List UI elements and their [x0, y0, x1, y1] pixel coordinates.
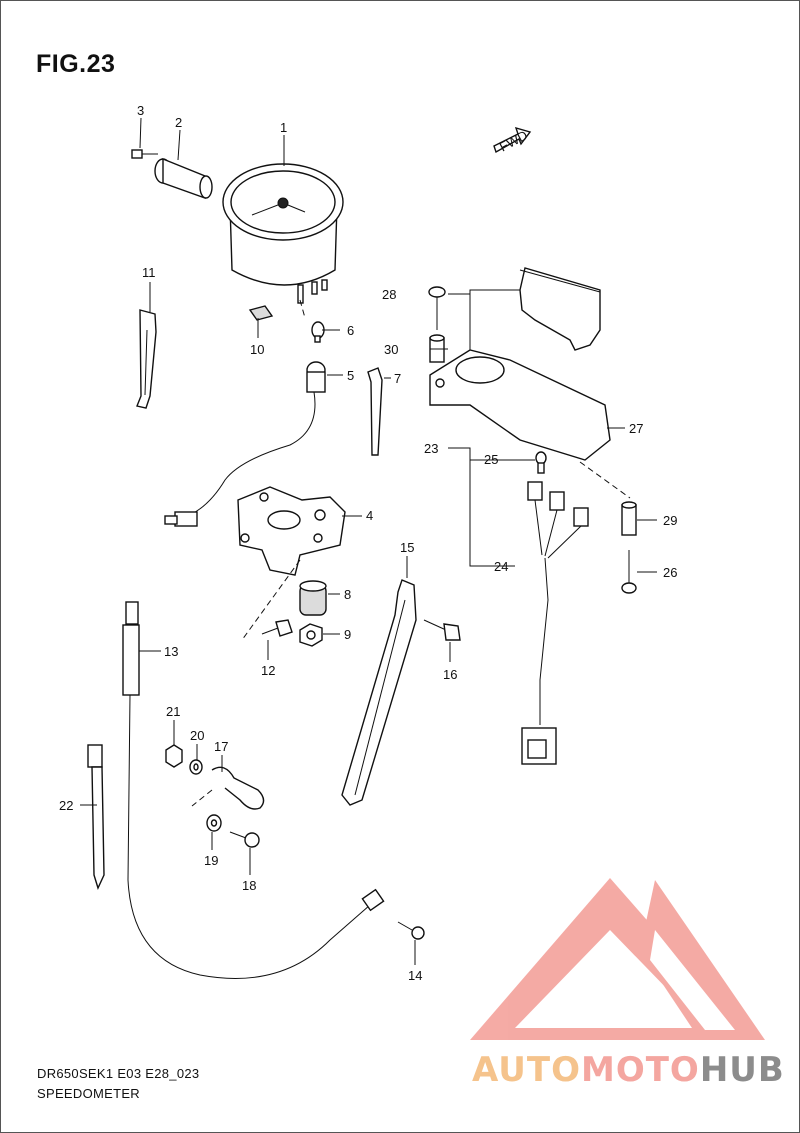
callout-18: 18	[242, 878, 256, 893]
footer-code: DR650SEK1 E03 E28_023	[37, 1066, 200, 1081]
callout-29: 29	[663, 513, 677, 528]
callout-7: 7	[394, 371, 401, 386]
callout-9: 9	[344, 627, 351, 642]
callout-19: 19	[204, 853, 218, 868]
part-speedometer-1	[222, 163, 344, 304]
watermark-auto: AUTO	[472, 1050, 581, 1090]
callout-22: 22	[59, 798, 73, 813]
part-socket-wire-5	[164, 361, 326, 527]
callout-13: 13	[164, 644, 178, 659]
part-collar-29	[621, 501, 637, 536]
part-bracket-15	[341, 579, 417, 806]
part-bracket-4	[237, 486, 346, 576]
part-indicator-27	[429, 267, 611, 461]
callout-30: 30	[384, 342, 398, 357]
part-washer-19	[206, 814, 222, 832]
callout-11: 11	[142, 265, 156, 280]
callout-1: 1	[280, 120, 287, 135]
part-bolt-12	[261, 619, 293, 637]
part-tie-7	[367, 367, 383, 456]
callout-4: 4	[366, 508, 373, 523]
part-tie-22	[87, 744, 105, 890]
part-cushion-8	[299, 580, 327, 616]
watermark-moto: MOTO	[580, 1050, 700, 1090]
callout-26: 26	[663, 565, 677, 580]
part-knob-2	[154, 157, 213, 199]
part-collar-30	[429, 334, 445, 363]
callout-27: 27	[629, 421, 643, 436]
part-screw-14	[397, 921, 425, 940]
part-screw-26	[621, 550, 637, 594]
callout-25: 25	[484, 452, 498, 467]
footer-name: SPEEDOMETER	[37, 1086, 140, 1101]
fwd-label: FWD	[497, 127, 530, 154]
part-screw-18	[229, 831, 260, 848]
callout-3: 3	[137, 103, 144, 118]
callout-5: 5	[347, 368, 354, 383]
watermark-logo	[470, 878, 765, 1040]
callout-12: 12	[261, 663, 275, 678]
alignment-dashes	[191, 299, 631, 807]
part-stay-11	[136, 309, 157, 409]
callout-28: 28	[382, 287, 396, 302]
callout-20: 20	[190, 728, 204, 743]
part-rubber-10	[248, 305, 274, 321]
callout-23: 23	[424, 441, 438, 456]
part-screw-28	[428, 286, 446, 330]
callout-2: 2	[175, 115, 182, 130]
leader-lines	[80, 117, 657, 965]
figure-title: FIG.23	[36, 50, 116, 78]
part-harness-24	[521, 481, 589, 765]
part-bolt-16	[423, 619, 461, 641]
callout-21: 21	[166, 704, 180, 719]
callout-16: 16	[443, 667, 457, 682]
callout-24: 24	[494, 559, 508, 574]
watermark-hub: HUB	[699, 1050, 785, 1090]
callout-14: 14	[408, 968, 422, 983]
part-screw-3	[131, 149, 158, 159]
part-nut-21	[165, 744, 183, 768]
callout-15: 15	[400, 540, 414, 555]
part-clamp-17	[211, 766, 265, 810]
part-bulb-25	[535, 451, 547, 474]
part-cable-13	[122, 601, 385, 979]
callout-10: 10	[250, 342, 264, 357]
part-washer-20	[189, 759, 203, 775]
watermark-text: AUTOMOTOHUB	[472, 1050, 785, 1090]
callout-6: 6	[347, 323, 354, 338]
callout-17: 17	[214, 739, 228, 754]
fwd-arrow-icon: FWD	[493, 126, 532, 155]
callout-8: 8	[344, 587, 351, 602]
part-bulb-6	[311, 321, 325, 343]
callout-labels: 1 2 3 4 5 6 7 8 9 10 11 12 13 14 15 16 1…	[59, 103, 677, 983]
part-nut-9	[299, 623, 323, 647]
